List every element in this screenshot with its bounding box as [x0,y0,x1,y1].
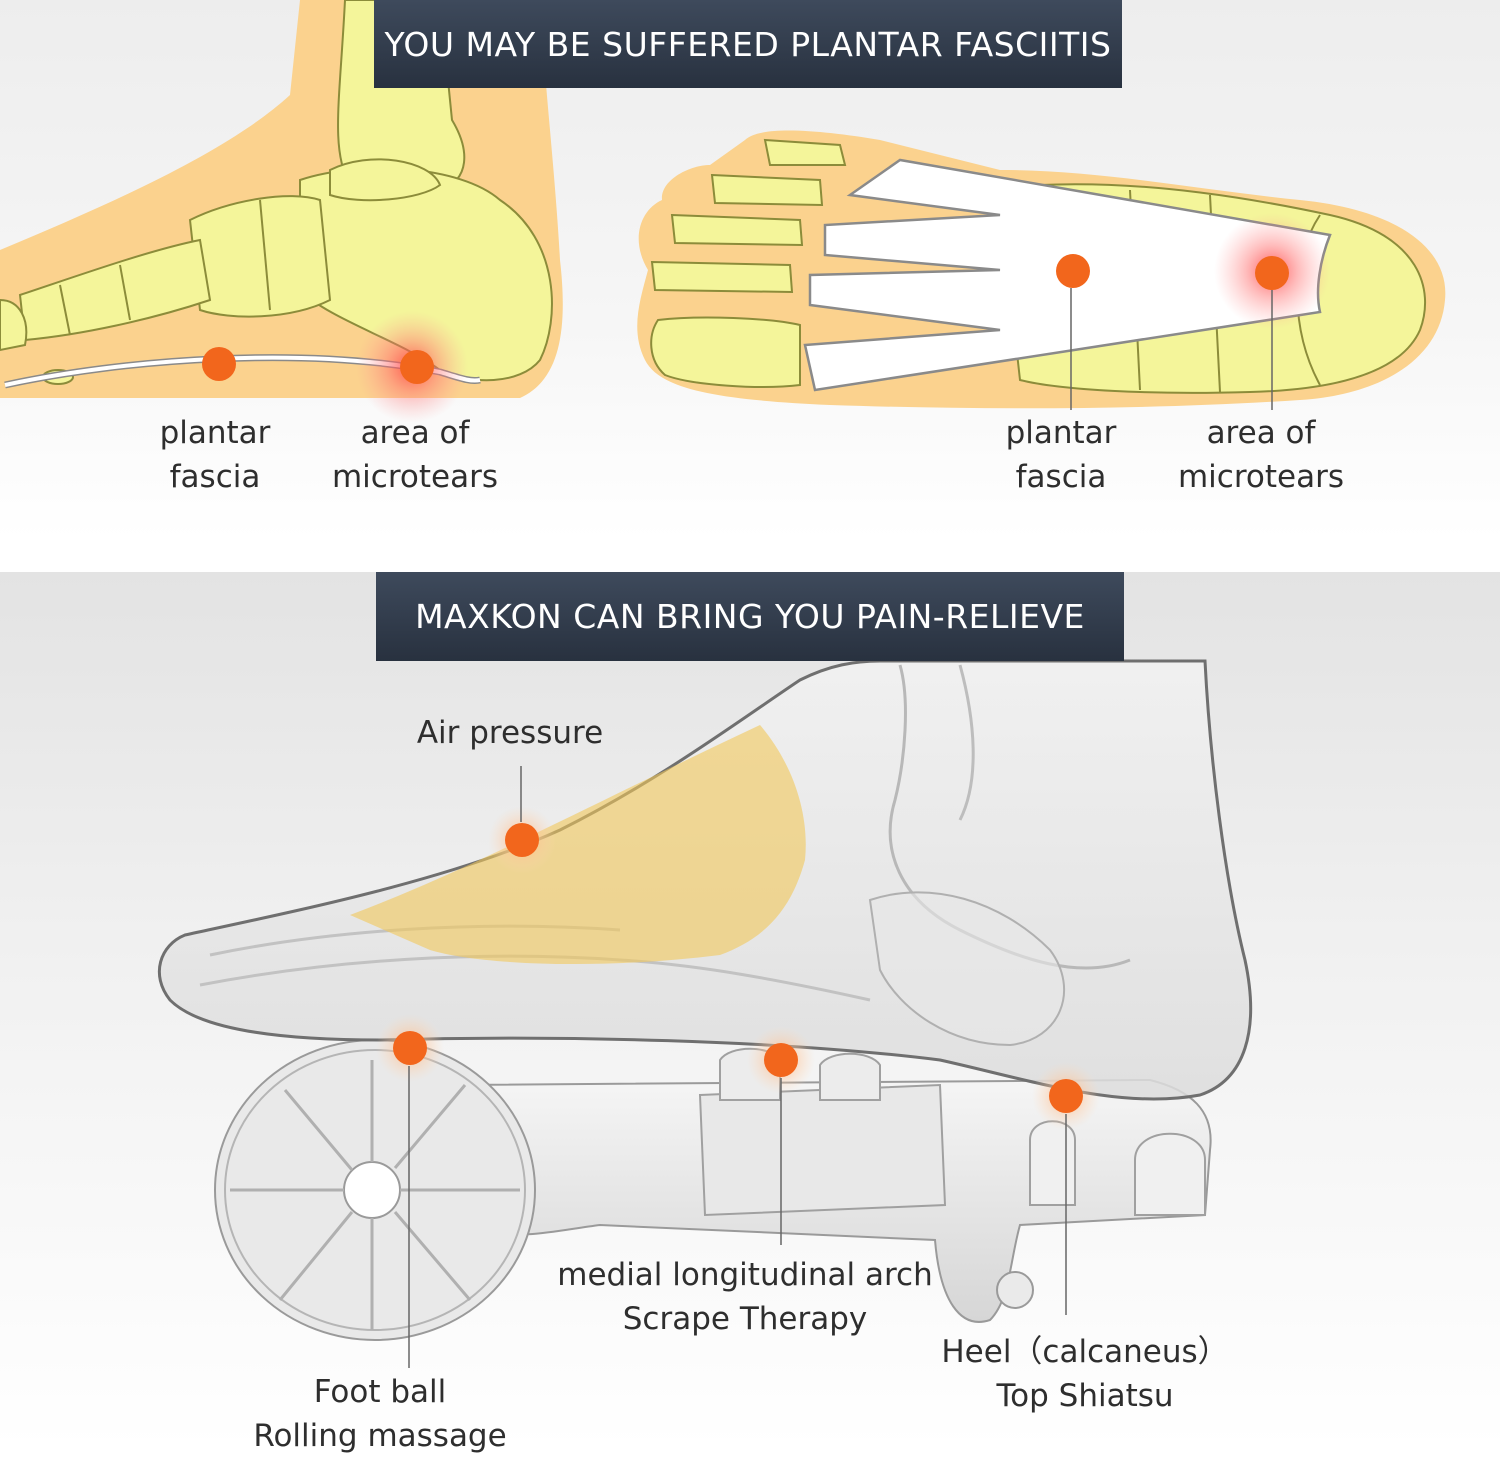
translucent-foot [157,659,1253,1101]
massager-device [214,1039,1212,1341]
bottom-plantar-fascia-label: plantar fascia [1005,415,1117,495]
bottom-fascia-dot [1056,254,1090,288]
foot-ball-label: Foot ball Rolling massage [253,1374,507,1454]
top-banner-title: YOU MAY BE SUFFERED PLANTAR FASCIITIS [384,24,1112,64]
side-fascia-dot [202,347,236,381]
bottom-banner: MAXKON CAN BRING YOU PAIN-RELIEVE [376,572,1124,661]
bottom-view-foot [637,130,1446,409]
side-plantar-fascia-label: plantar fascia [159,415,271,495]
arch-dot [764,1043,798,1077]
bottom-microtears-label: area of microtears [1177,415,1344,495]
air-pressure-label: Air pressure [416,715,604,751]
air-pressure-dot [505,823,539,857]
foot-ball-dot [393,1031,427,1065]
bottom-banner-title: MAXKON CAN BRING YOU PAIN-RELIEVE [415,597,1085,636]
bottom-microtear-dot [1255,256,1289,290]
side-microtear-dot [400,350,434,384]
heel-dot [1049,1079,1083,1113]
heel-label: Heel（calcaneus） Top Shiatsu [941,1334,1229,1414]
side-microtears-label: area of microtears [331,415,498,495]
top-banner: YOU MAY BE SUFFERED PLANTAR FASCIITIS [374,0,1122,88]
arch-label: medial longitudinal arch Scrape Therapy [557,1257,933,1337]
